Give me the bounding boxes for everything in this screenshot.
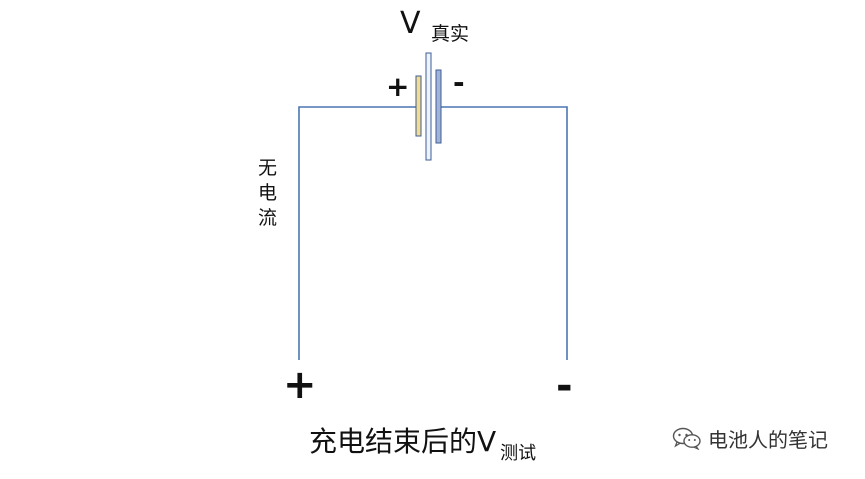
battery-separator-plate — [425, 52, 432, 161]
right-wire — [441, 106, 568, 360]
caption-main: 充电结束后的V — [309, 425, 497, 458]
battery-negative-plate — [435, 69, 442, 144]
watermark-text: 电池人的笔记 — [708, 427, 828, 452]
wire-annotation: 无电流 — [258, 157, 278, 229]
watermark: 电池人的笔记 — [672, 425, 828, 452]
battery-positive-plate — [415, 75, 422, 137]
battery-positive-sign: + — [386, 70, 410, 103]
battery-negative-sign: - — [453, 66, 465, 99]
probe-positive-sign: + — [283, 362, 317, 408]
wechat-icon — [672, 427, 701, 450]
probe-negative-sign: - — [556, 363, 573, 409]
battery-voltage-symbol: V — [400, 6, 421, 41]
battery-voltage-subscript: 真实 — [431, 23, 470, 45]
caption-subscript: 测试 — [500, 443, 537, 464]
left-wire — [298, 106, 416, 360]
